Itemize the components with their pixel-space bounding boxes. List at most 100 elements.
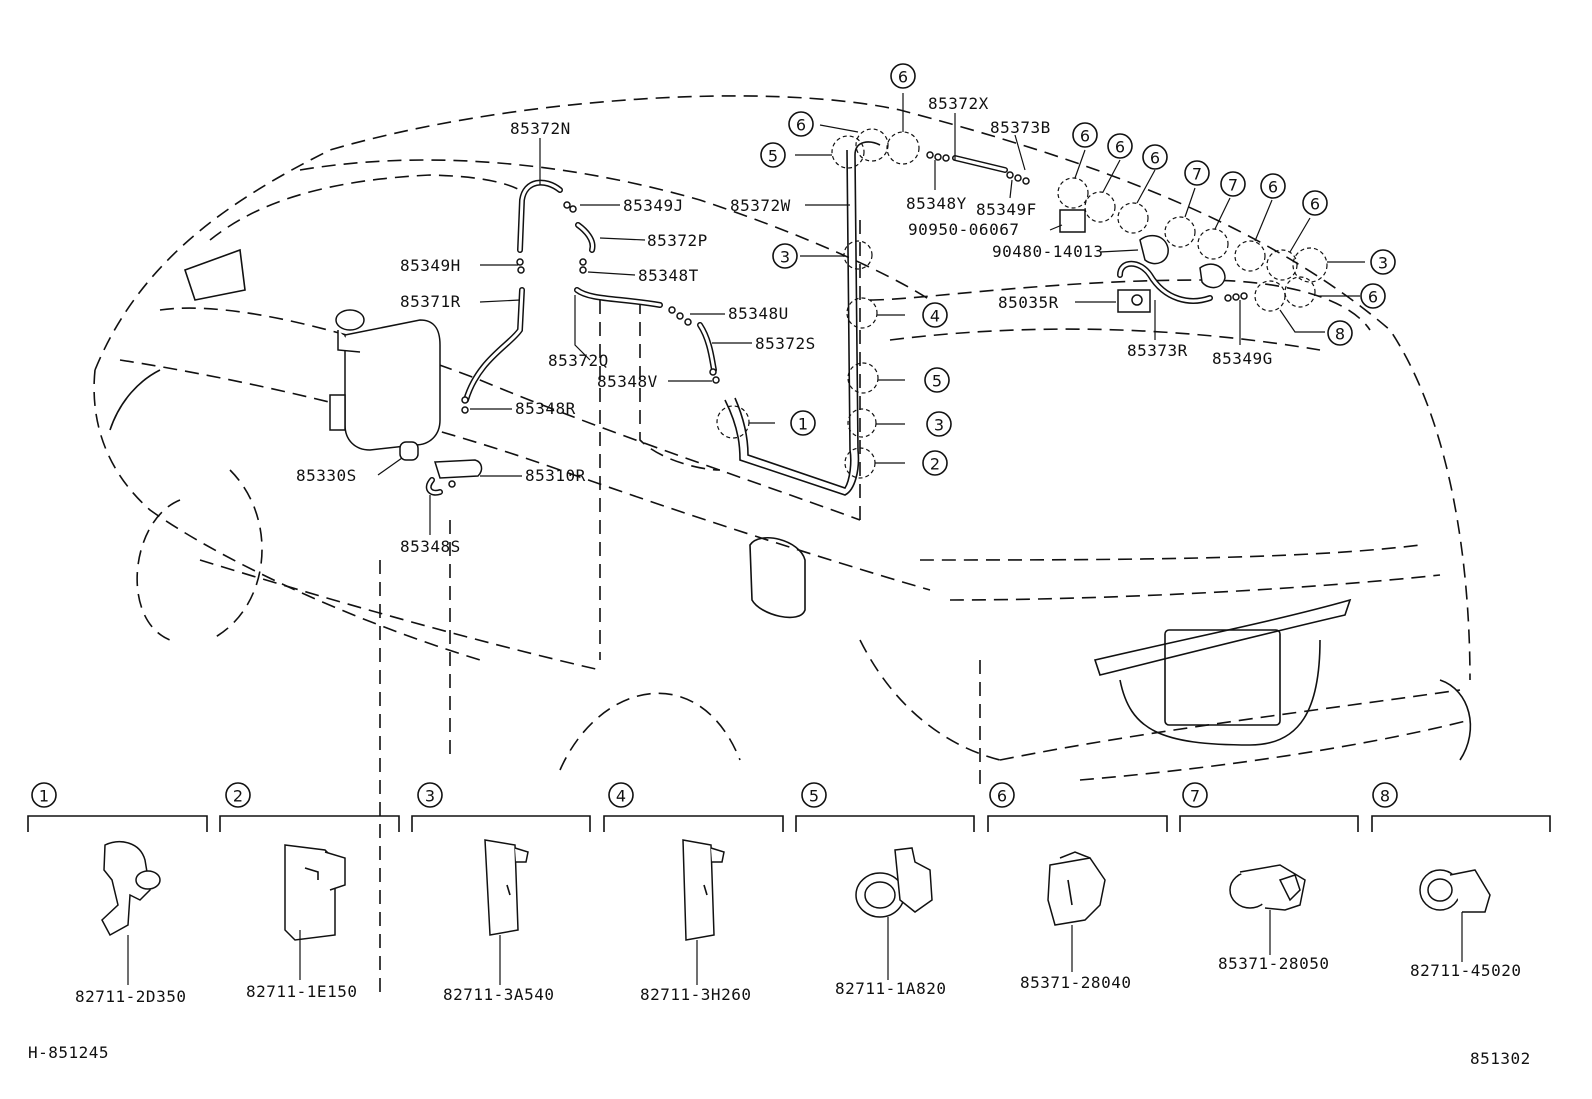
- svg-text:3: 3: [425, 787, 435, 806]
- rear-nozzle: [1199, 263, 1226, 289]
- svg-text:6: 6: [997, 787, 1007, 806]
- license-plate-recess: [1164, 629, 1281, 726]
- legend-header-5: 5: [801, 782, 827, 808]
- leader-lines: [377, 93, 1365, 535]
- legend-part-2: 82711-1E150: [246, 982, 357, 1001]
- clip-3-illustration: [484, 839, 529, 985]
- legend-part-8: 82711-45020: [1410, 961, 1521, 980]
- legend-header-7: 7: [1182, 782, 1208, 808]
- fuel-door: [749, 536, 806, 619]
- callout-85372W: 85372W: [730, 196, 791, 215]
- diagram-code-right: 851302: [1470, 1049, 1531, 1068]
- svg-text:6: 6: [898, 68, 908, 87]
- ref-circle: 5: [924, 367, 950, 393]
- callout-85035R: 85035R: [998, 293, 1059, 312]
- ref-circle: 7: [1184, 160, 1210, 186]
- vehicle-body-outline: [93, 95, 1471, 1000]
- ref-circle: 8: [1327, 320, 1353, 346]
- callout-85348R: 85348R: [515, 399, 576, 418]
- callout-85349J: 85349J: [623, 196, 684, 215]
- svg-text:4: 4: [930, 307, 940, 326]
- ref-circle: 2: [922, 450, 948, 476]
- svg-text:6: 6: [1310, 195, 1320, 214]
- ref-circle: 5: [760, 142, 786, 168]
- svg-text:7: 7: [1228, 176, 1238, 195]
- legend-header-6: 6: [989, 782, 1015, 808]
- ref-circle: 3: [926, 411, 952, 437]
- svg-text:6: 6: [1115, 138, 1125, 157]
- callout-85372S: 85372S: [755, 334, 816, 353]
- hose-joints: [448, 151, 1248, 488]
- clip-1-illustration: [101, 841, 161, 985]
- callout-85372X: 85372X: [928, 94, 989, 113]
- ref-circle: 6: [1302, 190, 1328, 216]
- svg-text:1: 1: [798, 415, 808, 434]
- svg-text:7: 7: [1192, 165, 1202, 184]
- callout-90480-14013: 90480-14013: [992, 242, 1103, 261]
- svg-text:6: 6: [1080, 127, 1090, 146]
- svg-text:3: 3: [1378, 254, 1388, 273]
- legend-part-4: 82711-3H260: [640, 985, 751, 1004]
- legend-part-1: 82711-2D350: [75, 987, 186, 1006]
- svg-text:1: 1: [39, 787, 49, 806]
- washer-tank: [344, 319, 441, 451]
- callout-85349H: 85349H: [400, 256, 461, 275]
- clamp-90950: [1059, 209, 1086, 233]
- ref-circle: 6: [890, 63, 916, 89]
- clip-5-illustration: [855, 847, 933, 980]
- tank-cap: [335, 309, 365, 331]
- callout-90950-06067: 90950-06067: [908, 220, 1019, 239]
- svg-text:6: 6: [1150, 149, 1160, 168]
- svg-text:4: 4: [616, 787, 626, 806]
- ref-circle: 3: [772, 243, 798, 269]
- legend-header-4: 4: [608, 782, 634, 808]
- side-mirror: [183, 248, 246, 301]
- callout-85348Y: 85348Y: [906, 194, 967, 213]
- svg-text:3: 3: [934, 416, 944, 435]
- legend-header-1: 1: [31, 782, 57, 808]
- svg-text:2: 2: [233, 787, 243, 806]
- ref-circle: 6: [1360, 283, 1386, 309]
- clip-2-illustration: [284, 844, 346, 980]
- grommet-90480: [1139, 234, 1169, 265]
- legend-part-6: 85371-28040: [1020, 973, 1131, 992]
- callout-85310R: 85310R: [525, 466, 586, 485]
- svg-text:8: 8: [1335, 325, 1345, 344]
- ref-circle: 6: [1142, 144, 1168, 170]
- svg-text:5: 5: [809, 787, 819, 806]
- rear-garnish: [1093, 598, 1352, 676]
- legend-header-2: 2: [225, 782, 251, 808]
- ref-circle: 6: [1072, 122, 1098, 148]
- callout-85373R: 85373R: [1127, 341, 1188, 360]
- legend-header-3: 3: [417, 782, 443, 808]
- callout-85349G: 85349G: [1212, 349, 1273, 368]
- washer-hoses: [425, 141, 1213, 496]
- svg-text:5: 5: [768, 147, 778, 166]
- clip-6-illustration: [1047, 851, 1106, 972]
- ref-circle: 6: [1107, 133, 1133, 159]
- svg-text:6: 6: [796, 116, 806, 135]
- legend-header-8: 8: [1372, 782, 1398, 808]
- callout-85373B: 85373B: [990, 118, 1051, 137]
- callout-labels: 85372N 85349J 85372P 85349H 85348T 85371…: [296, 94, 1273, 556]
- circle-reference-numbers: 6 6 5 6 6 6 7 7 6 6 3 6 8 3 4 5 3 2 1: [760, 63, 1396, 476]
- ref-circle: 1: [790, 410, 816, 436]
- callout-85372P: 85372P: [647, 231, 708, 250]
- callout-85348U: 85348U: [728, 304, 789, 323]
- washer-motor-grommet: [399, 441, 419, 461]
- svg-text:6: 6: [1368, 288, 1378, 307]
- callout-85330S: 85330S: [296, 466, 357, 485]
- svg-text:7: 7: [1190, 787, 1200, 806]
- ref-circle: 4: [922, 302, 948, 328]
- callout-85371R: 85371R: [400, 292, 461, 311]
- svg-text:6: 6: [1268, 178, 1278, 197]
- callout-85349F: 85349F: [976, 200, 1037, 219]
- clip-8-illustration: [1419, 869, 1491, 962]
- svg-text:5: 5: [932, 372, 942, 391]
- legend-part-5: 82711-1A820: [835, 979, 946, 998]
- svg-text:2: 2: [930, 455, 940, 474]
- callout-85348V: 85348V: [597, 372, 658, 391]
- callout-85372Q: 85372Q: [548, 351, 609, 370]
